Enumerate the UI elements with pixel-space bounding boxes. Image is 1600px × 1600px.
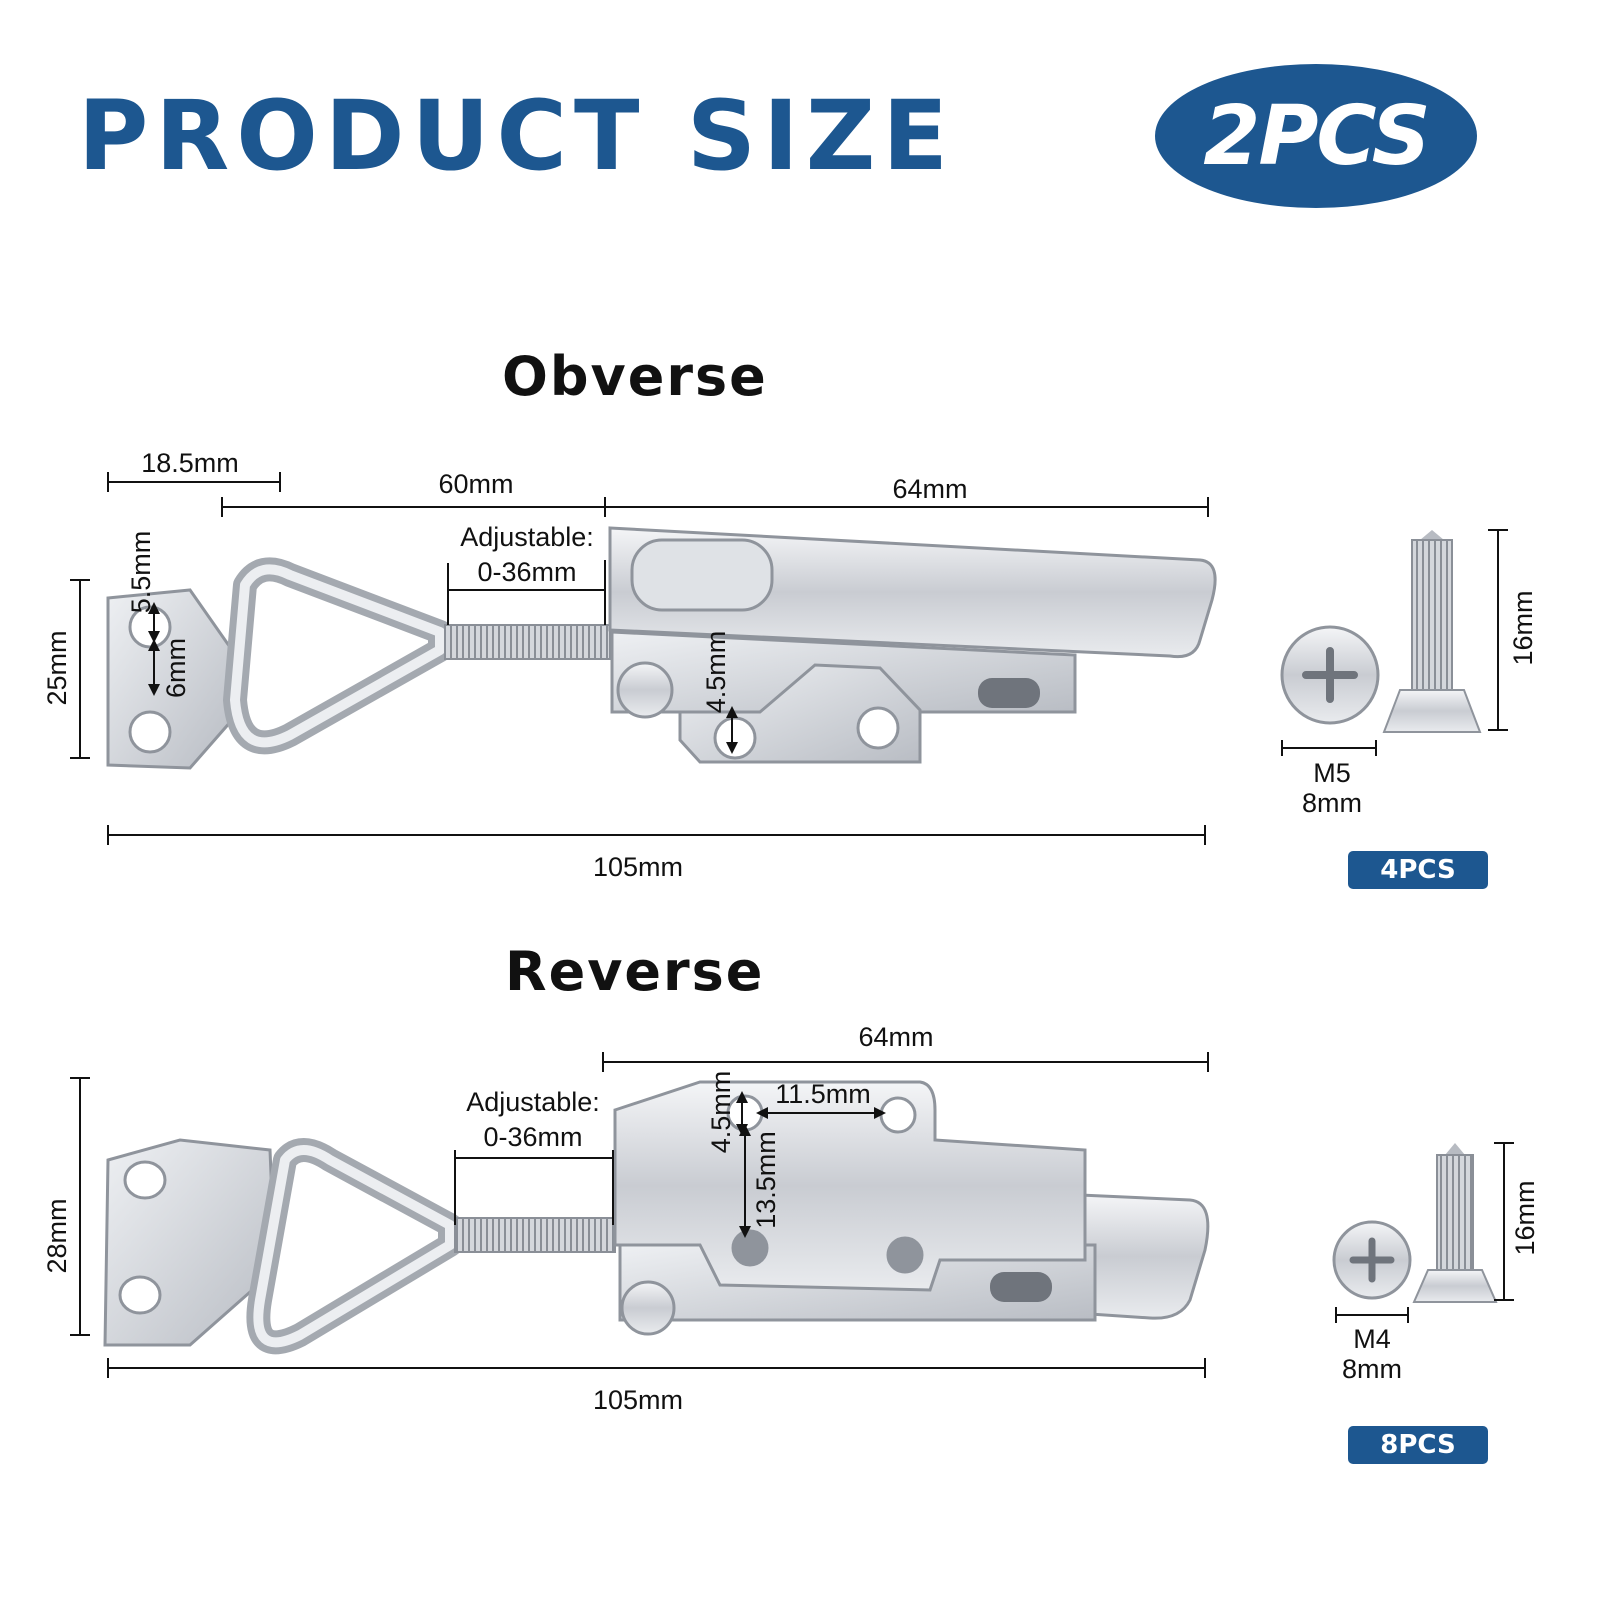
reverse-adjustable-label: Adjustable: [466,1087,600,1117]
obverse-screw-thread-label: M5 [1313,758,1351,788]
reverse-hole-spacing-v-label: 13.5mm [751,1131,781,1229]
reverse-screw-length-label: 16mm [1510,1180,1540,1255]
obverse-dimension-lines [70,472,1209,845]
reverse-screw-illustration [1332,1143,1498,1303]
reverse-hole-diameter-label: 4.5mm [706,1071,736,1154]
reverse-latch-illustration [103,1080,1210,1355]
reverse-screw-dimension-lines [1335,1142,1514,1323]
obverse-adjustable-range: 0-36mm [477,557,576,587]
obverse-height-label: 25mm [42,630,72,705]
obverse-hole-spacing-label: 6mm [161,638,191,698]
obverse-screw-count-badge: 4PCS [1348,851,1488,889]
reverse-screw-count-badge: 8PCS [1348,1426,1488,1464]
obverse-hole-diameter-label: 5.5mm [126,531,156,614]
obverse-title: Obverse [502,345,768,408]
reverse-title: Reverse [505,940,765,1003]
obverse-screw-head-label: 8mm [1302,788,1362,818]
obverse-catch-hole-label: 4.5mm [701,631,731,714]
reverse-hole-spacing-h-label: 11.5mm [775,1079,871,1109]
obverse-screw-count: 4PCS [1380,855,1456,885]
obverse-hook-length-label: 60mm [438,469,513,499]
obverse-screw-dimension-lines [1281,529,1508,756]
obverse-base-width-label: 18.5mm [141,448,239,478]
obverse-screw-illustration [1280,530,1482,733]
quantity-badge-label: 2PCS [1203,88,1430,184]
page-title: PRODUCT SIZE [78,80,955,192]
obverse-body-length-label: 64mm [892,474,967,504]
reverse-height-label: 28mm [42,1198,72,1273]
reverse-screw-count: 8PCS [1380,1430,1456,1460]
reverse-adjustable-range: 0-36mm [483,1122,582,1152]
obverse-latch-illustration [106,526,1217,770]
obverse-total-length-label: 105mm [593,852,683,882]
quantity-badge: 2PCS [1155,64,1477,208]
obverse-adjustable-label: Adjustable: [460,522,594,552]
reverse-screw-thread-label: M4 [1353,1324,1391,1354]
reverse-screw-head-label: 8mm [1342,1354,1402,1384]
reverse-dimension-lines [70,1052,1209,1378]
obverse-screw-length-label: 16mm [1508,590,1538,665]
reverse-total-length-label: 105mm [593,1385,683,1415]
reverse-body-length-label: 64mm [858,1022,933,1052]
